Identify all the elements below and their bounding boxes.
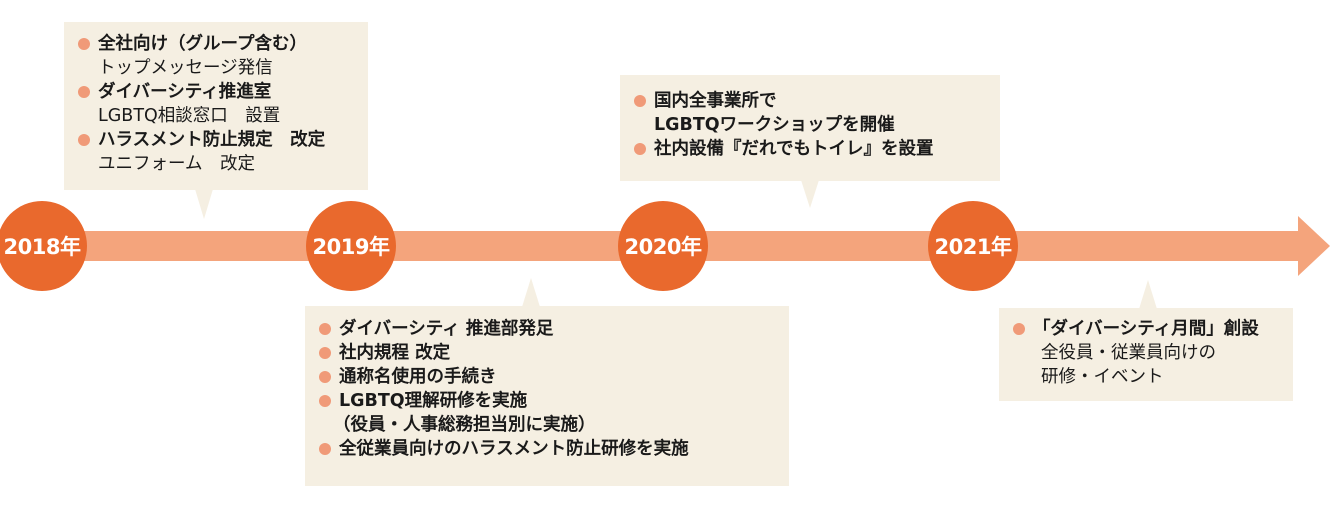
bullet-icon: [319, 323, 331, 335]
callout-2019-item: 通称名使用の手続き: [317, 365, 789, 389]
year-2020-label: 2020年: [624, 235, 702, 259]
callout-2019-item: 全従業員向けのハラスメント防止研修を実施: [317, 437, 789, 461]
callout-2020-item: LGBTQワークショップを開催: [632, 113, 1000, 137]
bullet-icon: [78, 38, 90, 50]
item-sub-text: 全役員・従業員向けの: [1041, 343, 1216, 363]
callout-2021-item: 研修・イベント: [1011, 365, 1293, 389]
item-sub-text: （役員・人事総務担当別に実施）: [333, 415, 596, 435]
item-main-text: ダイバーシティ推進室: [98, 82, 272, 102]
timeline-arrow-head: [1298, 216, 1330, 276]
callout-2018-pointer: [195, 189, 213, 219]
callout-2021: 「ダイバーシティ月間」創設 全役員・従業員向けの 研修・イベント: [999, 308, 1293, 401]
bullet-icon: [634, 143, 646, 155]
callout-2018-item: ダイバーシティ推進室 LGBTQ相談窓口 設置: [76, 80, 368, 128]
year-2019-label: 2019年: [312, 235, 390, 259]
callout-2018-item: 全社向け（グループ含む） トップメッセージ発信: [76, 32, 368, 80]
bullet-icon: [319, 371, 331, 383]
item-sub-text: LGBTQ相談窓口 設置: [98, 106, 281, 126]
bullet-icon: [78, 86, 90, 98]
item-main-text: ハラスメント防止規定 改定: [98, 130, 326, 150]
callout-2020-item: 国内全事業所で: [632, 89, 1000, 113]
year-2018-label: 2018年: [3, 235, 81, 259]
item-main-text: 全従業員向けのハラスメント防止研修を実施: [339, 439, 689, 459]
year-2020-circle: 2020年: [618, 201, 708, 291]
callout-2019-item: ダイバーシティ 推進部発足: [317, 317, 789, 341]
callout-2019-item: LGBTQ理解研修を実施 （役員・人事総務担当別に実施）: [317, 389, 789, 437]
year-2021-circle: 2021年: [928, 201, 1018, 291]
year-2021-label: 2021年: [934, 235, 1012, 259]
callout-2019-item: 社内規程 改定: [317, 341, 789, 365]
year-2018-circle: 2018年: [0, 201, 87, 291]
callout-2020-pointer: [801, 180, 819, 208]
item-sub-text: ユニフォーム 改定: [98, 154, 255, 174]
item-main-text: ダイバーシティ 推進部発足: [339, 319, 554, 339]
item-main-text: 社内設備『だれでもトイレ』を設置: [654, 139, 934, 159]
bullet-icon: [1013, 323, 1025, 335]
item-main-text: 全社向け（グループ含む）: [98, 34, 307, 54]
bullet-icon: [634, 95, 646, 107]
item-sub-text: 研修・イベント: [1041, 367, 1164, 387]
item-main-text: 国内全事業所で: [654, 91, 777, 111]
item-main-text: LGBTQワークショップを開催: [654, 115, 895, 135]
callout-2021-pointer: [1139, 280, 1157, 309]
callout-2020-item: 社内設備『だれでもトイレ』を設置: [632, 137, 1000, 161]
callout-2020: 国内全事業所で LGBTQワークショップを開催 社内設備『だれでもトイレ』を設置: [620, 75, 1000, 181]
bullet-icon: [319, 347, 331, 359]
item-main-text: 社内規程 改定: [339, 343, 451, 363]
item-main-text: 「ダイバーシティ月間」創設: [1033, 319, 1259, 339]
callout-2019-pointer: [522, 278, 540, 307]
callout-2021-item: 「ダイバーシティ月間」創設 全役員・従業員向けの: [1011, 317, 1293, 365]
callout-2018: 全社向け（グループ含む） トップメッセージ発信 ダイバーシティ推進室 LGBTQ…: [64, 22, 368, 190]
year-2019-circle: 2019年: [306, 201, 396, 291]
item-sub-text: トップメッセージ発信: [98, 58, 273, 78]
bullet-icon: [319, 395, 331, 407]
callout-2018-item: ハラスメント防止規定 改定 ユニフォーム 改定: [76, 128, 368, 176]
callout-2019: ダイバーシティ 推進部発足 社内規程 改定 通称名使用の手続き LGBTQ理解研…: [305, 306, 789, 486]
bullet-icon: [78, 134, 90, 146]
item-main-text: LGBTQ理解研修を実施: [339, 391, 528, 411]
item-main-text: 通称名使用の手続き: [339, 367, 497, 387]
bullet-icon: [319, 443, 331, 455]
